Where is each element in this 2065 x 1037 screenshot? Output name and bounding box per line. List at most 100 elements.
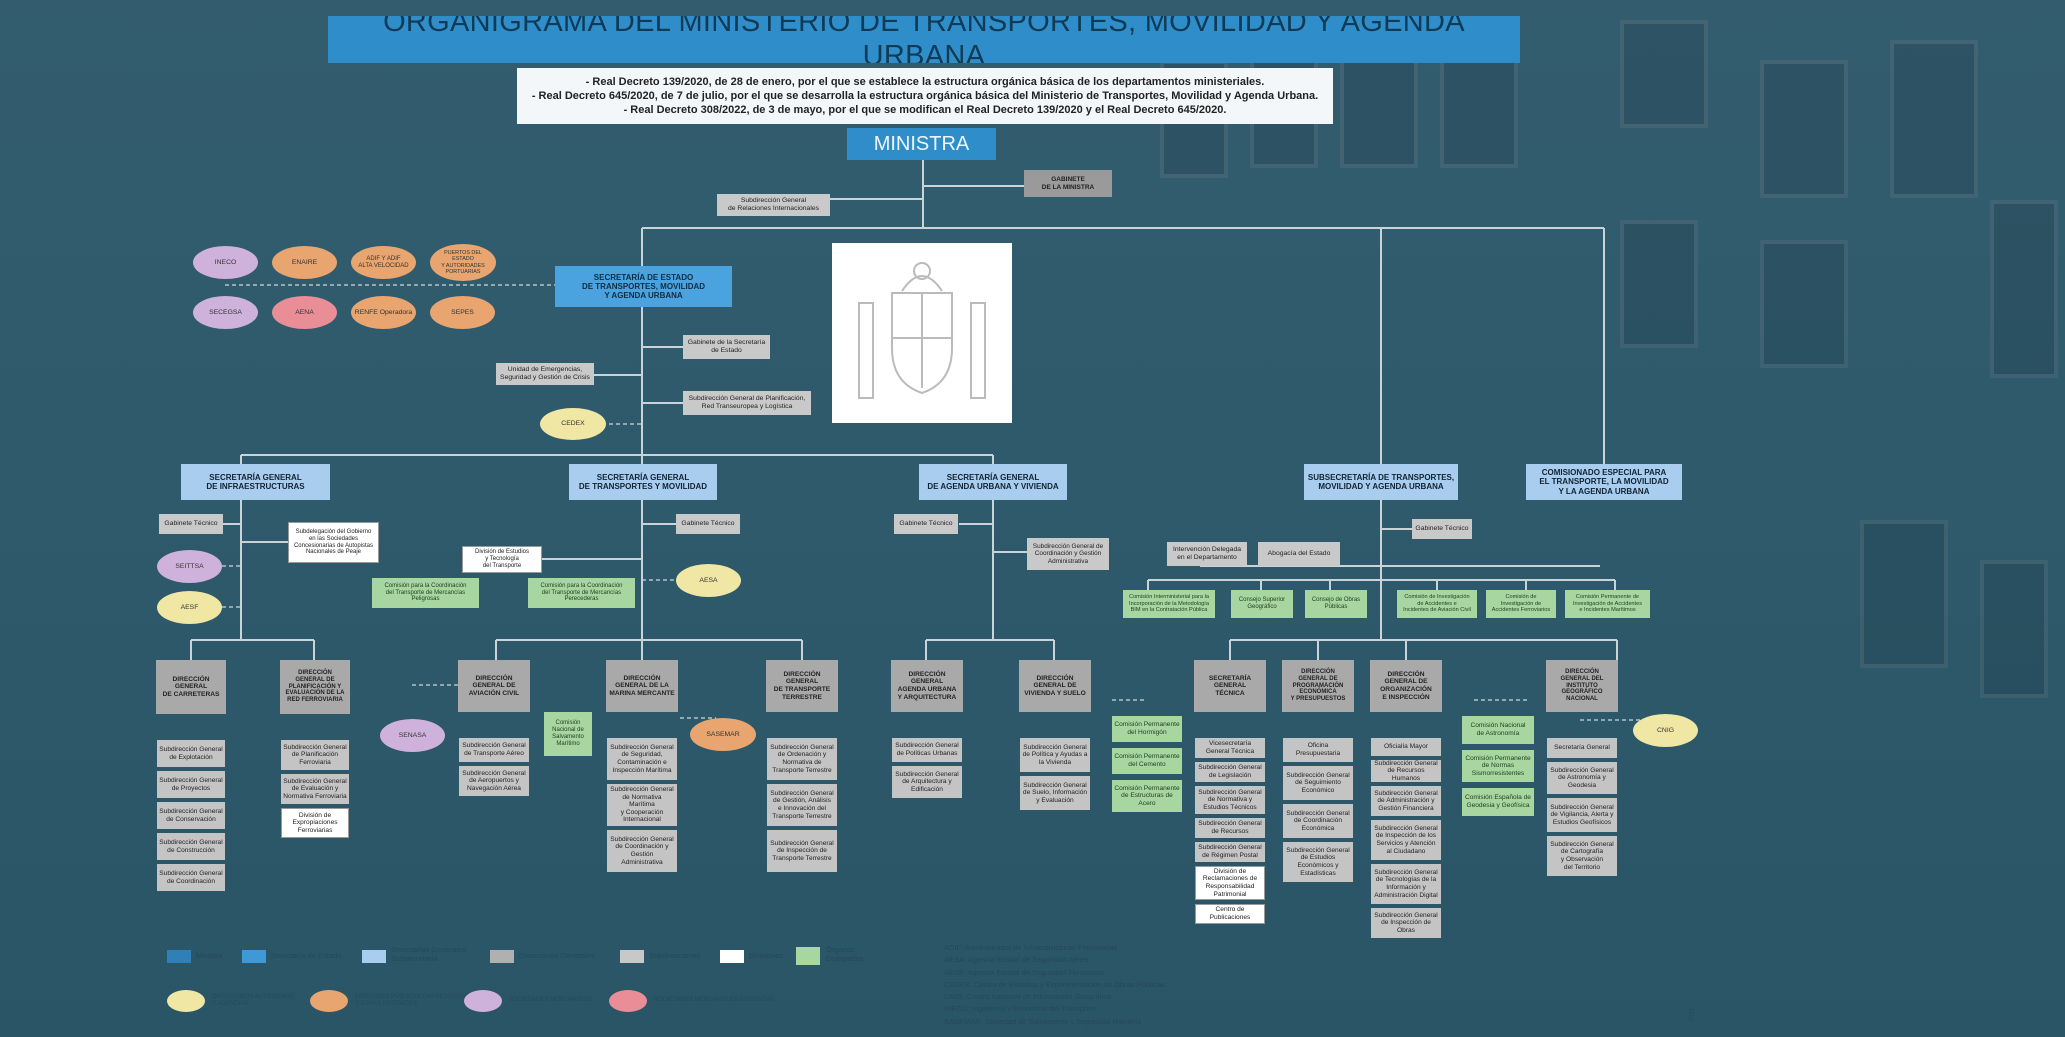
secegsa-ellipse[interactable]: SECEGSA: [193, 296, 258, 329]
subdir-regimen-postal[interactable]: Subdirección General de Régimen Postal: [1195, 842, 1265, 862]
puertos-ellipse[interactable]: PUERTOS DEL ESTADO Y AUTORIDADES PORTUAR…: [430, 244, 496, 281]
dg-marina-mercante-box[interactable]: DIRECCIÓN GENERAL DE LA MARINA MERCANTE: [606, 660, 678, 712]
sepes-ellipse[interactable]: SEPES: [430, 296, 495, 329]
comision-normas-sismorresistentes[interactable]: Comisión Permanente de Normas Sismorresi…: [1462, 750, 1534, 782]
subdir-politicas-urbanas[interactable]: Subdirección General de Políticas Urbana…: [892, 738, 962, 762]
subdir-inspeccion-terrestre[interactable]: Subdirección General de Inspección de Tr…: [767, 830, 837, 872]
division-reclamaciones[interactable]: División de Reclamaciones de Responsabil…: [1195, 866, 1265, 900]
subdir-coordinacion[interactable]: Subdirección General de Coordinación: [157, 864, 225, 891]
sg-agenda-urbana-box[interactable]: SECRETARÍA GENERAL DE AGENDA URBANA Y VI…: [919, 464, 1067, 500]
unidad-emergencias[interactable]: Unidad de Emergencias, Seguridad y Gesti…: [496, 363, 594, 385]
subdir-normativa-estudios[interactable]: Subdirección General de Normativa y Estu…: [1195, 786, 1265, 814]
subdir-inspeccion-obras[interactable]: Subdirección General de Inspección de Ob…: [1371, 908, 1441, 938]
subdir-conservacion[interactable]: Subdirección General de Conservación: [157, 802, 225, 829]
sasemar-ellipse[interactable]: SASEMAR: [690, 718, 756, 751]
subdir-inspeccion-servicios[interactable]: Subdirección General de Inspección de lo…: [1371, 820, 1441, 860]
subdir-suelo[interactable]: Subdirección General de Suelo, Informaci…: [1020, 776, 1090, 810]
subdir-politica-vivienda[interactable]: Subdirección General de Política y Ayuda…: [1020, 738, 1090, 772]
sg-planificacion-red[interactable]: Subdirección General de Planificación, R…: [683, 391, 811, 415]
subdir-explotacion[interactable]: Subdirección General de Explotación: [157, 740, 225, 767]
secretaria-general-tecnica-box[interactable]: SECRETARÍA GENERAL TÉCNICA: [1194, 660, 1266, 712]
dg-organizacion-inspeccion-box[interactable]: DIRECCIÓN GENERAL DE ORGANIZACIÓN E INSP…: [1370, 660, 1442, 712]
ineco-ellipse[interactable]: INECO: [193, 246, 258, 279]
vicesecretaria-general-tecnica[interactable]: Vicesecretaría General Técnica: [1195, 738, 1265, 758]
gabinete-tecnico-agenda[interactable]: Gabinete Técnico: [894, 514, 958, 534]
subdir-coordinacion-marina[interactable]: Subdirección General de Coordinación y G…: [607, 830, 677, 872]
subdir-vigilancia-geofisica[interactable]: Subdirección General de Vigilancia, Aler…: [1547, 798, 1617, 832]
adif-ellipse[interactable]: ADIF Y ADIF ALTA VELOCIDAD: [351, 246, 416, 279]
dg-vivienda-suelo-box[interactable]: DIRECCIÓN GENERAL DE VIVIENDA Y SUELO: [1019, 660, 1091, 712]
dg-programacion-economica-box[interactable]: DIRECCIÓN GENERAL DE PROGRAMACIÓN ECONÓM…: [1282, 660, 1354, 712]
sg-relaciones-internacionales[interactable]: Subdirección General de Relaciones Inter…: [717, 194, 830, 216]
dg-agenda-urbana-box[interactable]: DIRECCIÓN GENERAL AGENDA URBANA Y ARQUIT…: [891, 660, 963, 712]
comision-mercancias-peligrosas[interactable]: Comisión para la Coordinación del Transp…: [372, 578, 479, 608]
gabinete-tecnico-transportes[interactable]: Gabinete Técnico: [676, 514, 740, 534]
subdir-tecnologias-informacion[interactable]: Subdirección General de Tecnologías de l…: [1371, 864, 1441, 904]
dg-red-ferroviaria-box[interactable]: DIRECCIÓN GENERAL DE PLANIFICACIÓN Y EVA…: [280, 660, 350, 714]
dg-aviacion-civil-box[interactable]: DIRECCIÓN GENERAL DE AVIACIÓN CIVIL: [458, 660, 530, 712]
subdir-coordinacion-economica[interactable]: Subdirección General de Coordinación Eco…: [1283, 804, 1353, 838]
sg-transportes-box[interactable]: SECRETARÍA GENERAL DE TRANSPORTES Y MOVI…: [569, 464, 717, 500]
comision-accidentes-aviacion[interactable]: Comisión de Investigación de Accidentes …: [1397, 590, 1477, 618]
senasa-ellipse[interactable]: SENASA: [380, 719, 445, 752]
comision-mercancias-perecederas[interactable]: Comisión para la Coordinación del Transp…: [528, 578, 635, 608]
aesa-ellipse[interactable]: AESA: [676, 564, 741, 597]
comision-hormigon[interactable]: Comisión Permanente del Hormigón: [1112, 716, 1182, 742]
comision-geodesia-geofisica[interactable]: Comisión Española de Geodesia y Geofísic…: [1462, 788, 1534, 816]
secretaria-estado-box[interactable]: SECRETARÍA DE ESTADO DE TRANSPORTES, MOV…: [555, 266, 732, 307]
subdir-recursos[interactable]: Subdirección General de Recursos: [1195, 818, 1265, 838]
centro-publicaciones[interactable]: Centro de Publicaciones: [1195, 904, 1265, 924]
subdir-estudios-economicos[interactable]: Subdirección General de Estudios Económi…: [1283, 842, 1353, 882]
subdir-aeropuertos[interactable]: Subdirección General de Aeropuertos y Na…: [459, 766, 529, 796]
comision-accidentes-maritimos[interactable]: Comisión Permanente de Investigación de …: [1565, 590, 1650, 618]
subdir-seguridad-maritima[interactable]: Subdirección General de Seguridad, Conta…: [607, 738, 677, 780]
comision-bim[interactable]: Comisión Interministerial para la Incorp…: [1123, 590, 1215, 618]
subdir-ordenacion-terrestre[interactable]: Subdirección General de Ordenación y Nor…: [767, 738, 837, 780]
subdir-seguimiento-economico[interactable]: Subdirección General de Seguimiento Econ…: [1283, 766, 1353, 800]
sg-infraestructuras-box[interactable]: SECRETARÍA GENERAL DE INFRAESTRUCTURAS: [181, 464, 330, 500]
subdir-planificacion-ferroviaria[interactable]: Subdirección General de Planificación Fe…: [281, 740, 349, 770]
subdir-transporte-aereo[interactable]: Subdirección General de Transporte Aéreo: [459, 738, 529, 762]
abogacia-estado[interactable]: Abogacía del Estado: [1258, 542, 1340, 566]
subdir-gestion-terrestre[interactable]: Subdirección General de Gestión, Análisi…: [767, 784, 837, 826]
seittsa-ellipse[interactable]: SEITTSA: [157, 550, 222, 583]
gabinete-tecnico-infra[interactable]: Gabinete Técnico: [159, 514, 223, 534]
consejo-obras-publicas[interactable]: Consejo de Obras Públicas: [1305, 590, 1367, 618]
subdir-cartografia[interactable]: Subdirección General de Cartografía y Ob…: [1547, 836, 1617, 876]
enaire-ellipse[interactable]: ENAIRE: [272, 246, 337, 279]
comision-cemento[interactable]: Comisión Permanente del Cemento: [1112, 748, 1182, 774]
gabinete-secretaria-estado[interactable]: Gabinete de la Secretaría de Estado: [683, 335, 770, 359]
comision-accidentes-ferroviarios[interactable]: Comisión de Investigación de Accidentes …: [1486, 590, 1556, 618]
comision-salvamento-maritimo[interactable]: Comisión Nacional de Salvamento Marítimo: [544, 712, 592, 756]
aena-ellipse[interactable]: AENA: [272, 296, 337, 329]
subdir-gestion-financiera[interactable]: Subdirección General de Administración y…: [1371, 786, 1441, 816]
division-estudios-transporte[interactable]: División de Estudios y Tecnología del Tr…: [462, 546, 542, 573]
ministra-box[interactable]: MINISTRA: [847, 128, 996, 160]
comisionado-box[interactable]: COMISIONADO ESPECIAL PARA EL TRANSPORTE,…: [1526, 464, 1682, 500]
consejo-superior-geografico[interactable]: Consejo Superior Geográfico: [1231, 590, 1293, 618]
comision-astronomia[interactable]: Comisión Nacional de Astronomía: [1462, 716, 1534, 744]
ign-secretaria-general[interactable]: Secretaría General: [1547, 738, 1617, 758]
cnig-ellipse[interactable]: CNIG: [1633, 714, 1698, 747]
sg-coordinacion-agenda[interactable]: Subdirección General de Coordinación y G…: [1027, 538, 1109, 570]
renfe-ellipse[interactable]: RENFE Operadora: [351, 296, 416, 329]
dg-transporte-terrestre-box[interactable]: DIRECCIÓN GENERAL DE TRANSPORTE TERRESTR…: [766, 660, 838, 712]
gabinete-ministra-box[interactable]: GABINETE DE LA MINISTRA: [1024, 170, 1112, 197]
subdelegacion-autopistas[interactable]: Subdelegación del Gobierno en las Socied…: [288, 522, 379, 563]
comision-estructuras-acero[interactable]: Comisión Permanente de Estructuras de Ac…: [1112, 780, 1182, 812]
oficina-presupuestaria[interactable]: Oficina Presupuestaria: [1283, 738, 1353, 762]
aesf-ellipse[interactable]: AESF: [157, 591, 222, 624]
division-expropiaciones[interactable]: División de Expropiaciones Ferroviarias: [281, 808, 349, 838]
cedex-ellipse[interactable]: CEDEX: [540, 408, 606, 440]
intervencion-delegada[interactable]: Intervención Delegada en el Departamento: [1167, 542, 1247, 566]
dg-carreteras-box[interactable]: DIRECCIÓN GENERAL DE CARRETERAS: [156, 660, 226, 714]
subdir-arquitectura[interactable]: Subdirección General de Arquitectura y E…: [892, 766, 962, 798]
subdir-recursos-humanos[interactable]: Subdirección General de Recursos Humanos: [1371, 760, 1441, 782]
subdir-normativa-maritima[interactable]: Subdirección General de Normativa Maríti…: [607, 784, 677, 826]
gabinete-tecnico-subsecretaria[interactable]: Gabinete Técnico: [1412, 519, 1472, 539]
subdir-evaluacion-ferroviaria[interactable]: Subdirección General de Evaluación y Nor…: [281, 774, 349, 804]
subdir-construccion[interactable]: Subdirección General de Construcción: [157, 833, 225, 860]
subdir-proyectos[interactable]: Subdirección General de Proyectos: [157, 771, 225, 798]
subdir-legislacion[interactable]: Subdirección General de Legislación: [1195, 762, 1265, 782]
subsecretaria-box[interactable]: SUBSECRETARÍA DE TRANSPORTES, MOVILIDAD …: [1304, 464, 1458, 500]
